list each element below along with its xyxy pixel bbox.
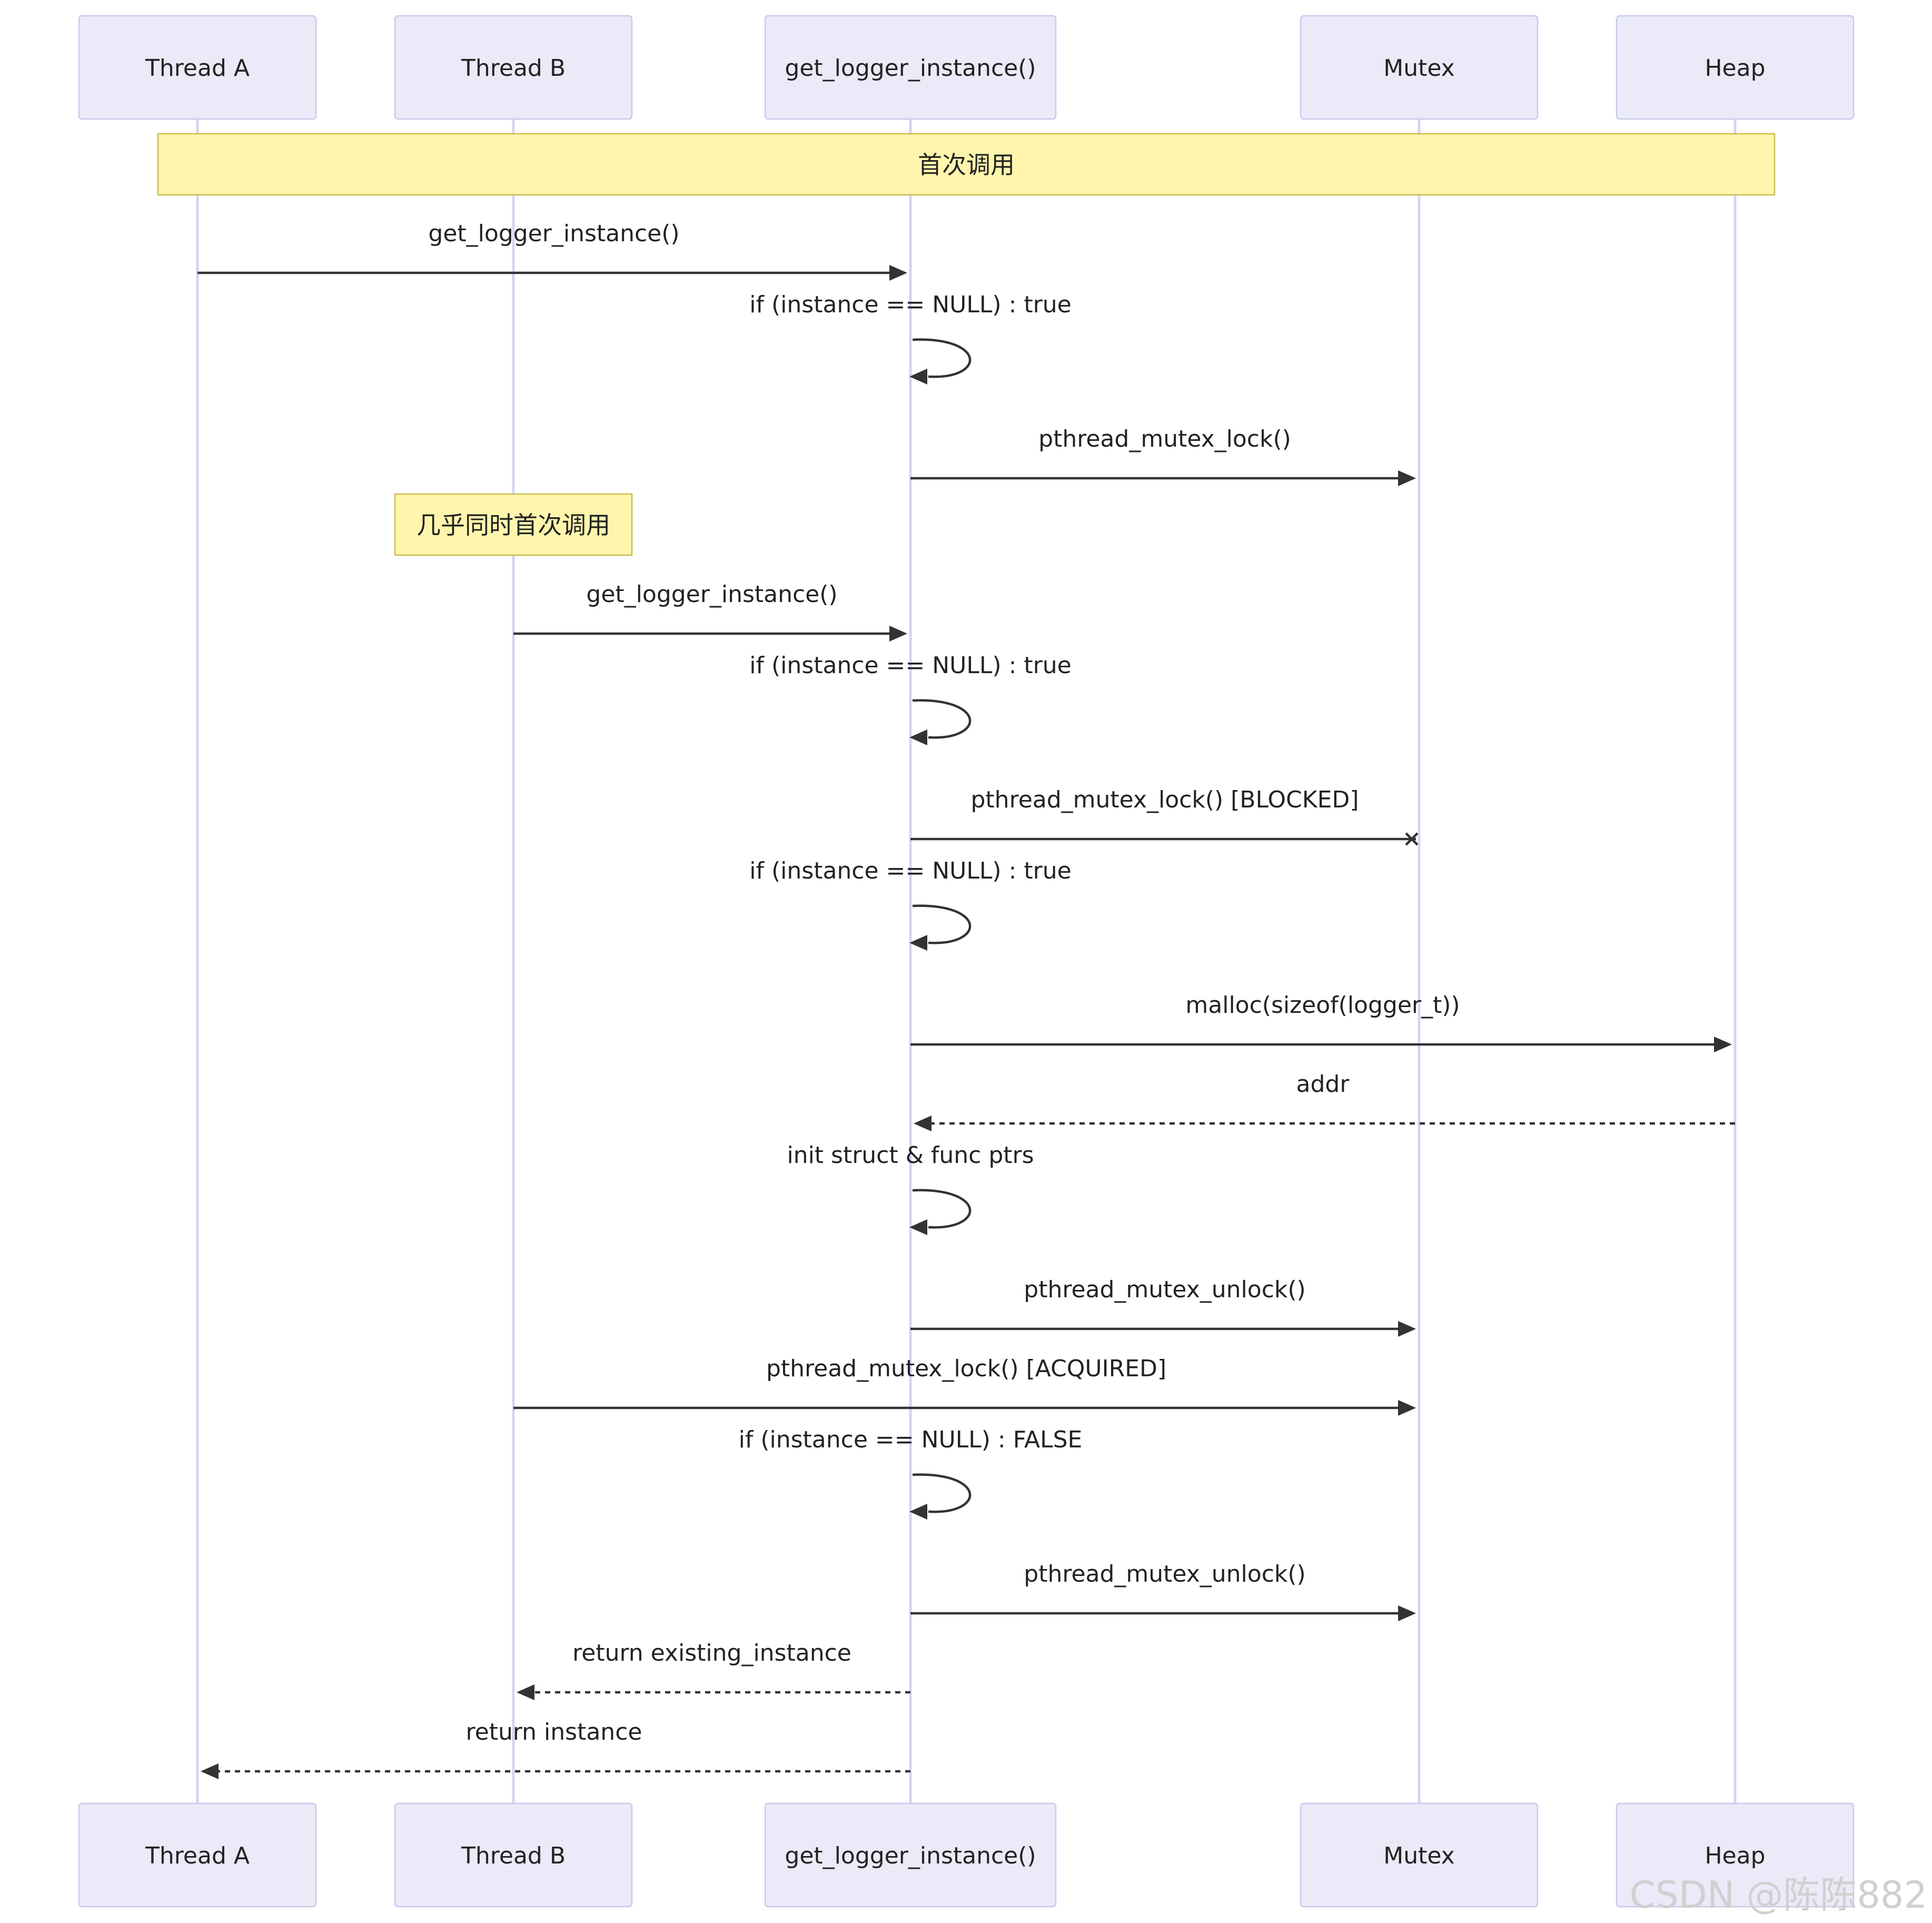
message-11: pthread_mutex_unlock(): [910, 1276, 1416, 1337]
actor-box: [394, 1802, 633, 1908]
message-label: get_logger_instance(): [428, 220, 679, 247]
message-4: get_logger_instance(): [513, 581, 907, 642]
self-loop: [912, 1473, 972, 1513]
arrow-head: [1398, 470, 1416, 486]
message-13: if (instance == NULL) : FALSE: [739, 1426, 1083, 1520]
actor-mutex-bottom: Mutex: [1300, 1802, 1539, 1908]
watermark-text: CSDN @陈陈882: [1630, 1873, 1927, 1917]
note-label: 几乎同时首次调用: [417, 511, 610, 539]
actor-box: [78, 1802, 317, 1908]
actor-thread-b-top: Thread B: [394, 15, 633, 120]
arrow-head: [1398, 1400, 1416, 1416]
arrow-head: [201, 1763, 219, 1779]
actor-label: get_logger_instance(): [785, 1842, 1036, 1869]
arrow-head: [909, 1504, 927, 1520]
actor-box: [764, 1802, 1057, 1908]
actor-label: Thread B: [461, 55, 566, 82]
actor-box: [78, 15, 317, 120]
actor-box: [394, 15, 633, 120]
arrow-head: [517, 1684, 534, 1700]
lifelines: [196, 119, 1737, 1803]
message-8: malloc(sizeof(logger_t)): [910, 992, 1732, 1052]
actor-box: [1300, 15, 1539, 120]
arrow-head: [909, 1219, 927, 1235]
self-loop: [912, 338, 972, 378]
message-label: if (instance == NULL) : FALSE: [739, 1426, 1083, 1453]
message-7: if (instance == NULL) : true: [749, 857, 1072, 951]
cross-icon: [1405, 832, 1419, 846]
self-loop: [912, 1189, 972, 1229]
self-loop: [912, 699, 972, 739]
arrow-head: [909, 369, 927, 384]
actor-box: [1616, 1802, 1855, 1908]
message-5: if (instance == NULL) : true: [749, 652, 1072, 745]
message-2: if (instance == NULL) : true: [749, 291, 1072, 384]
actor-label: get_logger_instance(): [785, 55, 1036, 82]
message-label: return existing_instance: [572, 1640, 851, 1666]
message-14: pthread_mutex_unlock(): [910, 1561, 1416, 1621]
message-label: pthread_mutex_lock(): [1038, 426, 1291, 452]
message-3: pthread_mutex_lock(): [910, 426, 1416, 486]
arrow-head: [889, 265, 907, 281]
arrow-head: [1714, 1037, 1732, 1052]
message-label: pthread_mutex_unlock(): [1024, 1561, 1305, 1587]
note-2: 几乎同时首次调用: [394, 493, 633, 556]
actor-heap-bottom: Heap: [1616, 1802, 1855, 1908]
actor-thread-b-bottom: Thread B: [394, 1802, 633, 1908]
actor-getter-top: get_logger_instance(): [764, 15, 1057, 120]
message-6: pthread_mutex_lock() [BLOCKED]: [910, 786, 1419, 846]
actor-label: Mutex: [1383, 1842, 1454, 1869]
message-label: get_logger_instance(): [586, 581, 837, 608]
message-label: init struct & func ptrs: [787, 1142, 1034, 1169]
actor-mutex-top: Mutex: [1300, 15, 1539, 120]
actor-thread-a-top: Thread A: [78, 15, 317, 120]
message-label: pthread_mutex_lock() [BLOCKED]: [971, 786, 1359, 813]
arrow-head: [909, 935, 927, 951]
message-10: init struct & func ptrs: [787, 1142, 1034, 1235]
arrow-head: [1398, 1605, 1416, 1621]
actor-label: Heap: [1705, 55, 1765, 82]
actor-box: [1300, 1802, 1539, 1908]
actor-label: Heap: [1705, 1842, 1765, 1869]
note-label: 首次调用: [918, 151, 1015, 179]
message-15: return existing_instance: [517, 1640, 910, 1700]
actor-thread-a-bottom: Thread A: [78, 1802, 317, 1908]
message-1: get_logger_instance(): [197, 220, 907, 281]
actor-box: [764, 15, 1057, 120]
actor-getter-bottom: get_logger_instance(): [764, 1802, 1057, 1908]
message-label: pthread_mutex_unlock(): [1024, 1276, 1305, 1303]
message-label: if (instance == NULL) : true: [749, 857, 1071, 884]
arrow-head: [889, 626, 907, 642]
arrow-head: [909, 729, 927, 745]
actor-label: Mutex: [1383, 55, 1454, 82]
message-9: addr: [914, 1071, 1735, 1131]
actor-label: Thread A: [145, 55, 250, 82]
message-label: pthread_mutex_lock() [ACQUIRED]: [766, 1355, 1166, 1382]
note-1: 首次调用: [157, 133, 1776, 196]
arrow-head: [1398, 1321, 1416, 1337]
arrow-head: [914, 1116, 932, 1131]
actor-label: Thread B: [461, 1842, 566, 1869]
actor-heap-top: Heap: [1616, 15, 1855, 120]
actors: Thread A Thread A Thread B Thread B get_logg…: [78, 15, 1855, 1908]
messages: get_logger_instance()if (instance == NUL…: [197, 220, 1735, 1779]
message-label: addr: [1296, 1071, 1350, 1098]
actor-label: Thread A: [145, 1842, 250, 1869]
message-16: return instance: [201, 1719, 910, 1779]
message-label: return instance: [466, 1719, 642, 1746]
message-12: pthread_mutex_lock() [ACQUIRED]: [513, 1355, 1416, 1416]
self-loop: [912, 904, 972, 944]
message-label: malloc(sizeof(logger_t)): [1185, 992, 1460, 1019]
message-label: if (instance == NULL) : true: [749, 291, 1071, 318]
note-box: [157, 133, 1776, 196]
message-label: if (instance == NULL) : true: [749, 652, 1071, 679]
note-box: [394, 493, 633, 556]
actor-box: [1616, 15, 1855, 120]
